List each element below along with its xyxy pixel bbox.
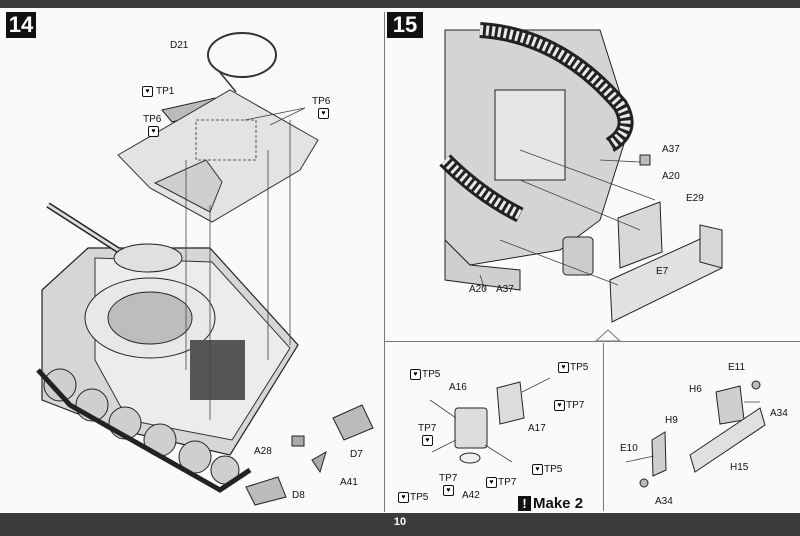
paint-icon-tp6-right (318, 108, 329, 119)
label-tp7-a: TP7 (566, 400, 585, 411)
paint-icon-tp5-b (558, 362, 569, 373)
label-tp5-b: TP5 (570, 362, 589, 373)
paint-icon-tp7-d (486, 477, 497, 488)
part-a42 (459, 452, 481, 464)
label-d7: D7 (350, 449, 363, 460)
label-a28: A28 (254, 446, 272, 457)
label-a34-right: A34 (770, 408, 788, 419)
paint-icon-tp1 (142, 86, 153, 97)
step-14-badge: 14 (6, 12, 36, 38)
step-15-badge: 15 (387, 12, 423, 38)
label-d21: D21 (170, 40, 189, 51)
engine-deck (117, 89, 319, 223)
rear-plate (494, 89, 566, 181)
label-a20-bottom: A20 (469, 284, 487, 295)
label-tp7-b: TP7 (418, 423, 437, 434)
label-a37-top: A37 (662, 144, 680, 155)
paint-icon-tp7-a (554, 400, 565, 411)
top-bar (0, 0, 800, 8)
label-e7: E7 (656, 266, 669, 277)
paint-icon-tp6-left (148, 126, 159, 137)
part-e11 (751, 380, 761, 390)
label-tp5-c: TP5 (544, 464, 563, 475)
part-h6 (715, 385, 745, 425)
label-tp7-c: TP7 (439, 473, 458, 484)
paint-icon-tp5-a (410, 369, 421, 380)
make-2-text: Make 2 (533, 495, 584, 512)
part-d8 (245, 476, 287, 506)
label-a17: A17 (528, 423, 546, 434)
part-h9 (651, 431, 667, 477)
paint-icon-tp7-c (443, 485, 454, 496)
label-tp6-right: TP6 (312, 96, 331, 107)
label-h15: H15 (730, 462, 749, 473)
vertical-divider (384, 12, 385, 512)
part-a17 (496, 381, 525, 425)
bracket-e7 (617, 201, 663, 269)
paint-icon-tp5-c (532, 464, 543, 475)
label-a34-left: A34 (655, 496, 673, 507)
label-a42: A42 (462, 490, 480, 501)
part-a37 (639, 154, 651, 166)
sub-divider (603, 343, 604, 511)
label-e10: E10 (620, 443, 638, 454)
horizontal-divider (385, 341, 800, 342)
label-h6: H6 (689, 384, 702, 395)
bottom-bar (0, 513, 800, 536)
label-d8: D8 (292, 490, 305, 501)
cable-d21 (207, 32, 277, 78)
label-e11: E11 (728, 362, 746, 373)
label-tp5-d: TP5 (410, 492, 429, 503)
interior-floor (190, 340, 245, 400)
part-d7 (332, 404, 374, 441)
page-number: 10 (393, 516, 407, 528)
label-h9: H9 (665, 415, 678, 426)
label-a20-top: A20 (662, 171, 680, 182)
part-a16 (454, 407, 488, 449)
paint-icon-tp7-b (422, 435, 433, 446)
label-tp5-a: TP5 (422, 369, 441, 380)
part-a28 (291, 435, 305, 447)
exclamation-icon: ! (518, 496, 531, 511)
label-a16: A16 (449, 382, 467, 393)
exhaust (562, 236, 594, 276)
paint-icon-tp5-d (398, 492, 409, 503)
label-a37-bottom: A37 (496, 284, 514, 295)
part-a34 (639, 478, 649, 488)
label-tp7-d: TP7 (498, 477, 517, 488)
part-h15 (689, 407, 766, 473)
label-tp6-left: TP6 (143, 114, 162, 125)
make-2-note: !Make 2 (518, 495, 583, 512)
label-e29: E29 (686, 193, 704, 204)
part-a41 (311, 450, 327, 474)
label-a41: A41 (340, 477, 358, 488)
label-tp1: TP1 (156, 86, 175, 97)
